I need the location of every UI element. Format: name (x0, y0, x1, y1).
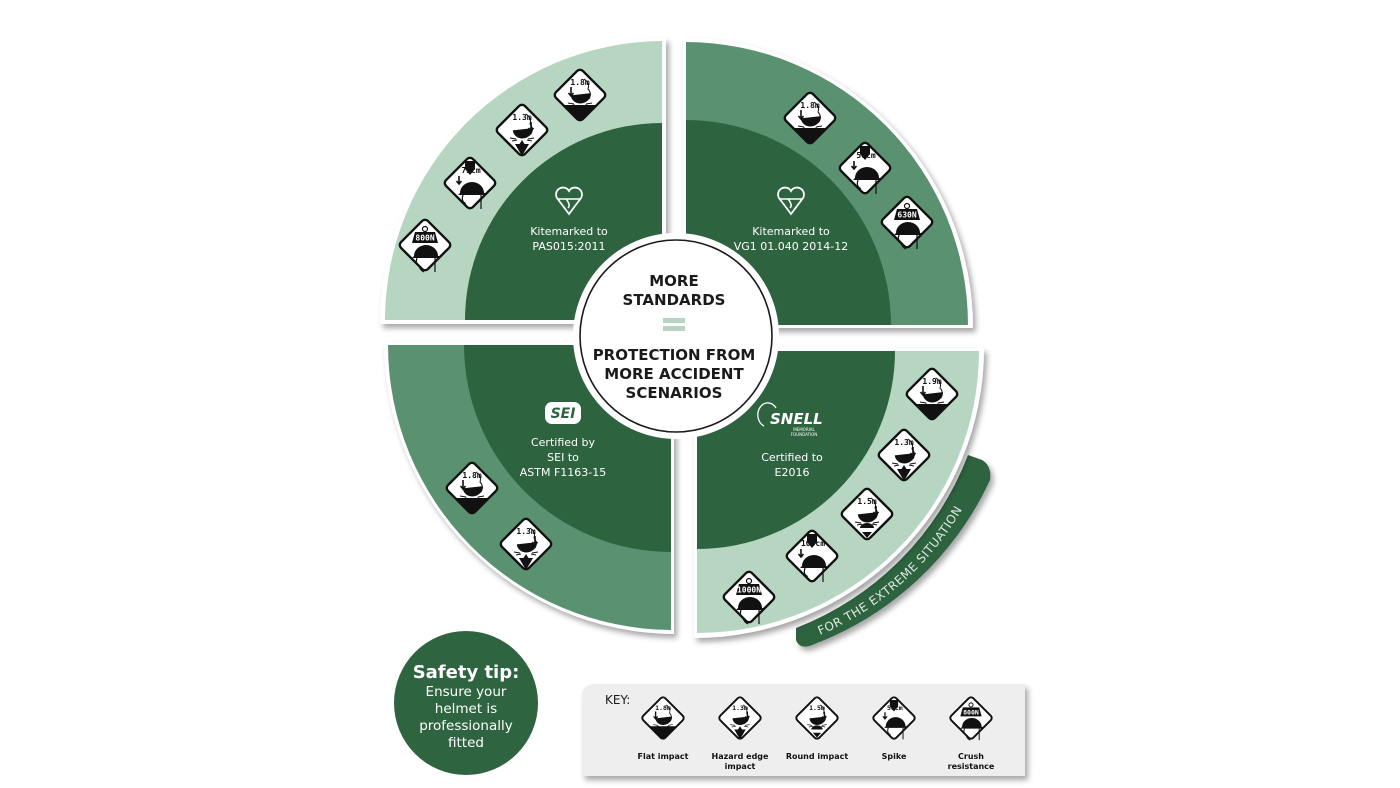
safety-tip-line: helmet is (435, 701, 497, 717)
center-line3: PROTECTION FROM (593, 346, 756, 364)
svg-text:FOUNDATION: FOUNDATION (791, 432, 818, 437)
svg-text:SNELL: SNELL (770, 410, 823, 428)
key-label: resistance (948, 762, 995, 771)
br-flat-icon: 1.9m (905, 367, 959, 421)
br-line2: E2016 (775, 466, 810, 479)
bl-hazard-edge-icon: 1.3m (499, 517, 553, 571)
tr-logo-kitemark-icon (777, 186, 805, 216)
icon-value: 630N (897, 211, 916, 220)
icon-value: 800N (415, 234, 434, 243)
tr-spike-icon: 50cm (838, 141, 892, 195)
tl-crush-icon: 800N (398, 218, 452, 273)
bl-line3: ASTM F1163-15 (520, 466, 607, 479)
safety-tip-line: professionally (419, 718, 513, 734)
icon-value: 1.3m (516, 527, 535, 536)
icon-value: 1.8m (570, 78, 589, 87)
br-crush-icon: 1000N (722, 570, 776, 625)
tl-hazard-edge-icon: 1.3m (495, 103, 549, 157)
br-hazard-edge-icon: 1.3m (877, 428, 931, 482)
icon-value: 1.8m (800, 101, 819, 110)
key-label: Spike (882, 752, 907, 761)
key-title: KEY: (605, 693, 630, 707)
safety-tip-line: fitted (448, 735, 484, 751)
center-line5: SCENARIOS (626, 384, 723, 402)
key-label: Crush (958, 752, 984, 761)
bl-line1: Certified by (531, 436, 595, 449)
key-hazard-edge-icon: 1.3m (718, 696, 762, 740)
icon-value: 50cm (887, 704, 903, 712)
br-round-icon: 1.5m (840, 487, 894, 541)
svg-text:SEI: SEI (551, 406, 576, 422)
key-crush-icon: 800N (949, 696, 993, 741)
tr-icons: 1.8m 50cm 630N (783, 91, 934, 250)
quadrant-bottom-left (384, 342, 674, 634)
bl-line2: SEI to (547, 451, 579, 464)
icon-value: 50cm (856, 151, 875, 160)
key-spike-icon: 50cm (872, 696, 916, 740)
tl-logo-kitemark-icon (555, 186, 583, 216)
icon-value: 75cm (461, 166, 480, 175)
bl-icons: 1.8m 1.3m (445, 461, 553, 571)
center-circle: MORE STANDARDS PROTECTION FROM MORE ACCI… (573, 233, 779, 439)
tl-line2: PAS015:2011 (532, 240, 605, 253)
icon-value: 800N (963, 708, 979, 716)
tr-line2: VG1 01.040 2014-12 (734, 240, 849, 253)
tr-line1: Kitemarked to (752, 225, 830, 238)
icon-value: 1.9m (922, 377, 941, 386)
tr-crush-icon: 630N (880, 195, 934, 250)
sei-logo-icon: SEI (545, 402, 581, 424)
center-line1: MORE (649, 272, 698, 290)
safety-tip-line: Ensure your (426, 684, 507, 700)
key-label: Hazard edge (712, 752, 769, 761)
safety-tip-title: Safety tip: (413, 662, 520, 683)
tl-flat-icon: 1.8m (553, 68, 607, 122)
br-icons: 1.9m 1.3m 1.5m 100cm 1000N (722, 367, 959, 625)
center-line4: MORE ACCIDENT (604, 365, 744, 383)
icon-value: 1.3m (894, 438, 913, 447)
tl-icons: 800N 75cm 1.3m 1.8m (398, 68, 607, 273)
bl-flat-icon: 1.8m (445, 461, 499, 515)
br-spike-icon: 100cm (785, 529, 839, 583)
icon-value: 1000N (737, 586, 761, 595)
safety-tip: Safety tip: Ensure your helmet is profes… (394, 631, 538, 775)
key-flat-icon: 1.8m (641, 696, 685, 740)
icon-value: 1.3m (512, 113, 531, 122)
key-label: Round impact (786, 752, 849, 761)
icon-value: 1.8m (655, 704, 671, 712)
equals-icon (663, 318, 685, 331)
key-round-icon: 1.5m (795, 696, 839, 740)
tl-spike-icon: 75cm (443, 156, 497, 210)
icon-value: 1.8m (462, 471, 481, 480)
icon-value: 1.5m (809, 704, 825, 712)
icon-value: 1.3m (732, 704, 748, 712)
br-line1: Certified to (761, 451, 823, 464)
tl-line1: Kitemarked to (530, 225, 608, 238)
center-line2: STANDARDS (623, 291, 726, 309)
tr-flat-icon: 1.8m (783, 91, 837, 145)
key-label: impact (725, 762, 756, 771)
svg-text:MEMORIAL: MEMORIAL (793, 427, 815, 432)
key-label: Flat impact (638, 752, 689, 761)
icon-value: 100cm (801, 539, 825, 548)
snell-logo-icon: SNELL MEMORIAL FOUNDATION (757, 402, 823, 437)
quadrant-top-right (683, 38, 973, 328)
icon-value: 1.5m (857, 497, 876, 506)
